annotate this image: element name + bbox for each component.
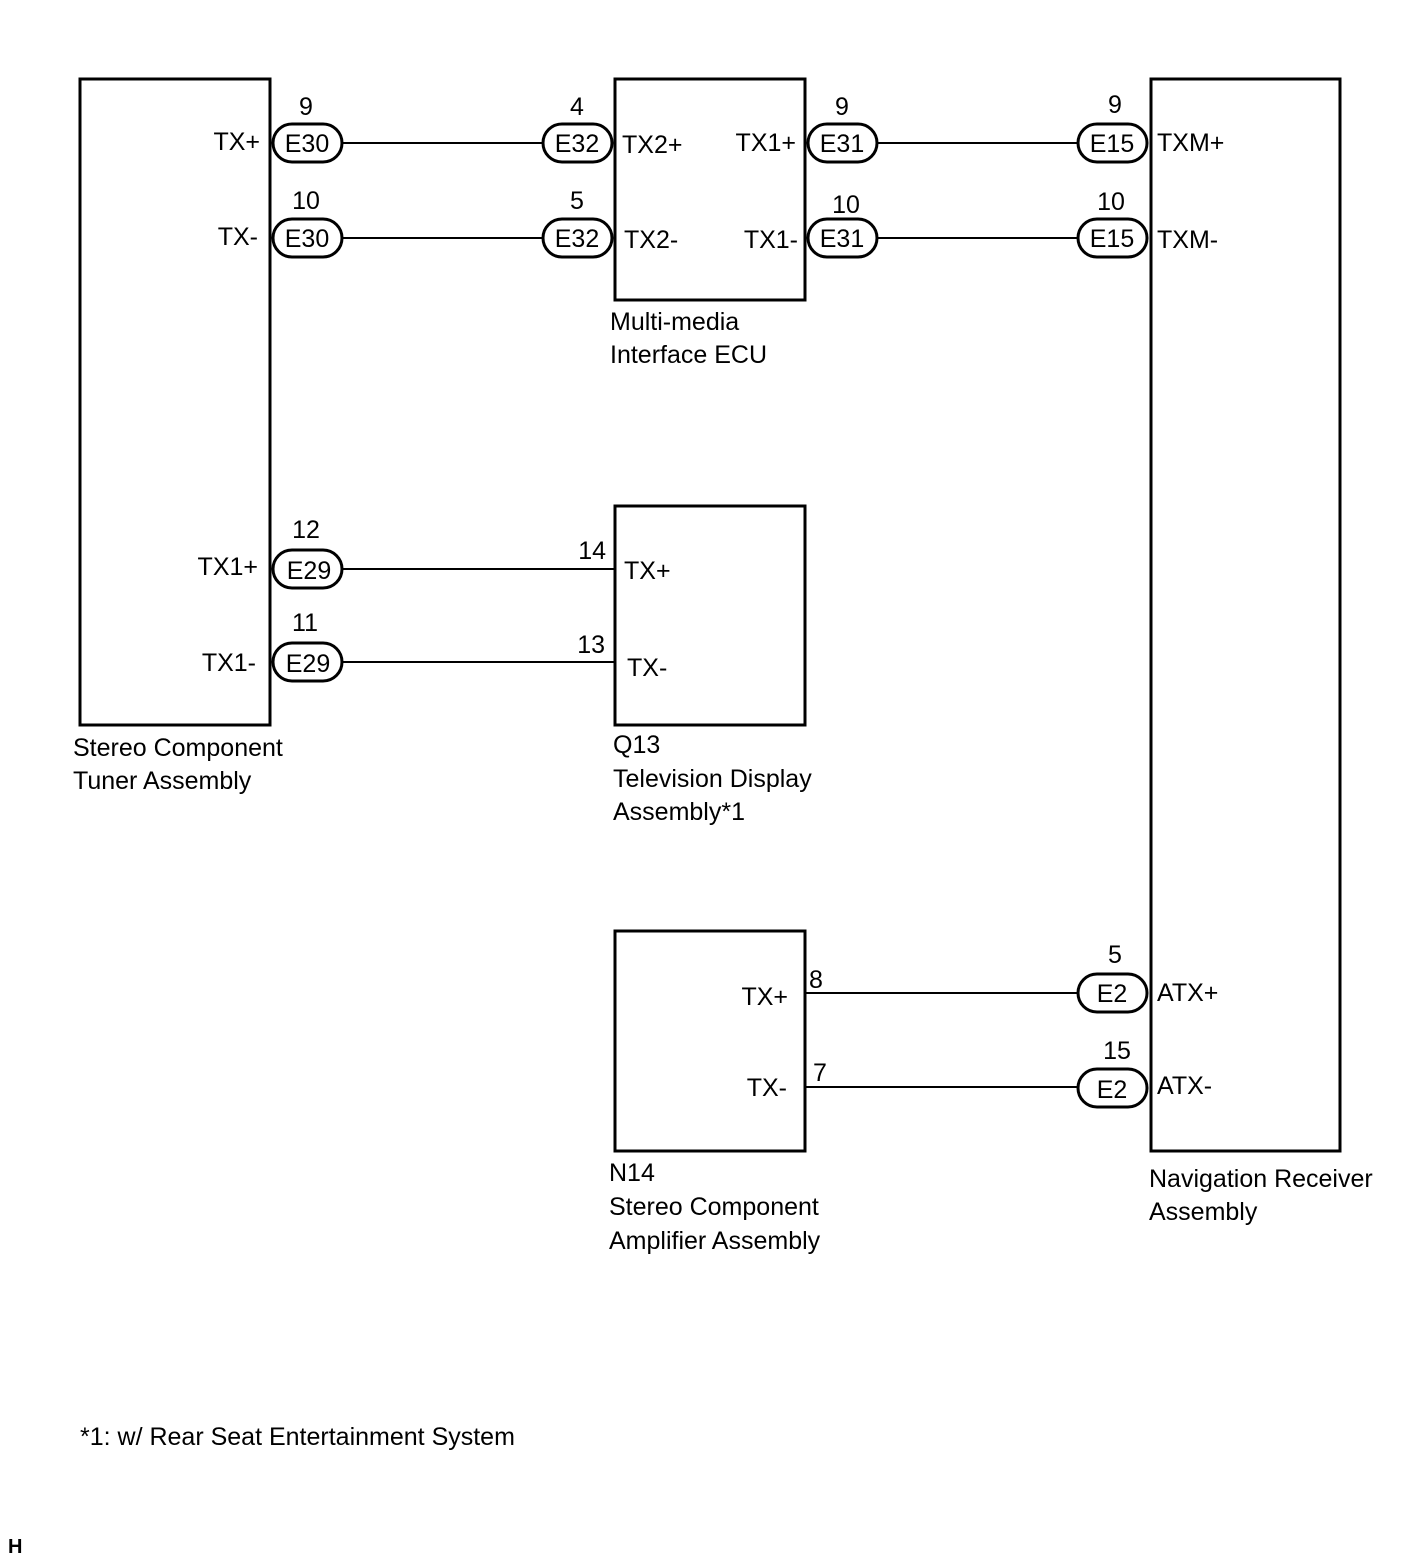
caption-line: Navigation Receiver — [1149, 1165, 1373, 1193]
pin-number: 10 — [832, 191, 860, 219]
connector-label: E32 — [555, 130, 599, 158]
connector-outline — [271, 548, 344, 590]
wire-tuner-tx1p-to-tv-txp: TX1+ 12 E29 14 TX+ — [198, 516, 671, 590]
terminal-label: TXM+ — [1157, 129, 1224, 157]
tuner-assembly-box — [78, 77, 272, 727]
amplifier-caption: N14 Stereo Component Amplifier Assembly — [609, 1159, 821, 1255]
pin-number: 12 — [292, 516, 320, 544]
caption-line: Stereo Component — [73, 734, 283, 762]
caption-line: Multi-media — [610, 308, 739, 336]
wire-amp-txm-to-nav-atxm: TX- 7 15 E2 ATX- — [747, 1037, 1212, 1109]
caption-line: Interface ECU — [610, 341, 767, 369]
connector-outline — [806, 217, 879, 259]
wire-tuner-txm-to-mmi-tx2m: TX- 10 E30 5 E32 TX2- — [218, 187, 678, 259]
connector-label: E30 — [285, 130, 329, 158]
terminal-label: TX- — [627, 654, 667, 682]
wire-tuner-tx1m-to-tv-txm: TX1- 11 E29 13 TX- — [202, 609, 667, 683]
connector-label: E2 — [1097, 980, 1128, 1008]
connector-outline — [1076, 972, 1149, 1014]
pin-number: 5 — [1108, 941, 1122, 969]
pin-number: 9 — [835, 93, 849, 121]
pin-number: 9 — [1108, 91, 1122, 119]
terminal-label: TX1- — [202, 649, 256, 677]
pin-number: 11 — [292, 609, 318, 637]
terminal-label: TX2- — [624, 226, 678, 254]
tuner-assembly-caption: Stereo Component Tuner Assembly — [73, 734, 283, 795]
terminal-label: TX2+ — [622, 131, 682, 159]
pin-number: 4 — [570, 93, 584, 121]
terminal-label: TX1+ — [736, 129, 796, 157]
connector-label: E2 — [1097, 1076, 1128, 1104]
caption-line: Assembly — [1149, 1198, 1258, 1226]
amplifier-box — [613, 929, 807, 1153]
pin-number: 15 — [1103, 1037, 1131, 1065]
corner-mark: H — [8, 1536, 22, 1558]
pin-number: 8 — [809, 966, 823, 994]
pin-number: 5 — [570, 187, 584, 215]
mmi-ecu-caption: Multi-media Interface ECU — [610, 308, 767, 369]
connector-outline — [271, 122, 344, 164]
connector-outline — [541, 122, 614, 164]
wire-amp-txp-to-nav-atxp: TX+ 8 5 E2 ATX+ — [741, 941, 1218, 1014]
connector-label: E30 — [285, 225, 329, 253]
connector-outline — [1076, 217, 1149, 259]
connector-label: E15 — [1090, 225, 1134, 253]
terminal-label: TX1- — [744, 226, 798, 254]
connector-outline — [541, 217, 614, 259]
connector-label: E32 — [555, 225, 599, 253]
connector-outline — [806, 122, 879, 164]
terminal-label: TX+ — [624, 557, 671, 585]
pin-number: 14 — [578, 537, 606, 565]
connector-outline — [271, 641, 344, 683]
terminal-label: TX- — [218, 223, 258, 251]
terminal-label: TX+ — [213, 128, 260, 156]
terminal-label: ATX- — [1157, 1072, 1212, 1100]
wire-mmi-tx1m-to-nav-txmm: TX1- 10 E31 10 E15 TXM- — [744, 188, 1218, 259]
caption-line: Assembly*1 — [613, 798, 745, 826]
connector-label: E29 — [287, 557, 331, 585]
nav-receiver-box — [1149, 77, 1342, 1153]
pin-number: 13 — [577, 631, 605, 659]
terminal-label: ATX+ — [1157, 979, 1218, 1007]
footnote: *1: w/ Rear Seat Entertainment System — [80, 1423, 515, 1451]
connector-label: E31 — [820, 225, 864, 253]
tv-display-box — [613, 504, 807, 727]
caption-line: Amplifier Assembly — [609, 1227, 821, 1255]
connector-outline — [1076, 122, 1149, 164]
connector-label: E29 — [286, 650, 330, 678]
mmi-ecu-box — [613, 77, 807, 302]
terminal-label: TX1+ — [198, 553, 258, 581]
connector-outline — [1076, 1067, 1149, 1109]
tv-display-caption: Q13 Television Display Assembly*1 — [613, 731, 812, 826]
wire-tuner-txp-to-mmi-tx2p: TX+ 9 E30 4 E32 TX2+ — [213, 93, 682, 164]
caption-line: Television Display — [613, 765, 812, 793]
connector-outline — [271, 217, 344, 259]
pin-number: 7 — [813, 1059, 827, 1087]
caption-line: Tuner Assembly — [73, 767, 252, 795]
pin-number: 10 — [1097, 188, 1125, 216]
terminal-label: TX- — [747, 1074, 787, 1102]
connector-label: E31 — [820, 130, 864, 158]
pin-number: 10 — [292, 187, 320, 215]
caption-code: N14 — [609, 1159, 655, 1187]
caption-line: Stereo Component — [609, 1193, 819, 1221]
terminal-label: TX+ — [741, 983, 788, 1011]
terminal-label: TXM- — [1157, 226, 1218, 254]
wire-mmi-tx1p-to-nav-txmp: TX1+ 9 E31 9 E15 TXM+ — [736, 91, 1224, 164]
pin-number: 9 — [299, 93, 313, 121]
connector-label: E15 — [1090, 130, 1134, 158]
nav-receiver-caption: Navigation Receiver Assembly — [1149, 1165, 1373, 1226]
caption-code: Q13 — [613, 731, 660, 759]
